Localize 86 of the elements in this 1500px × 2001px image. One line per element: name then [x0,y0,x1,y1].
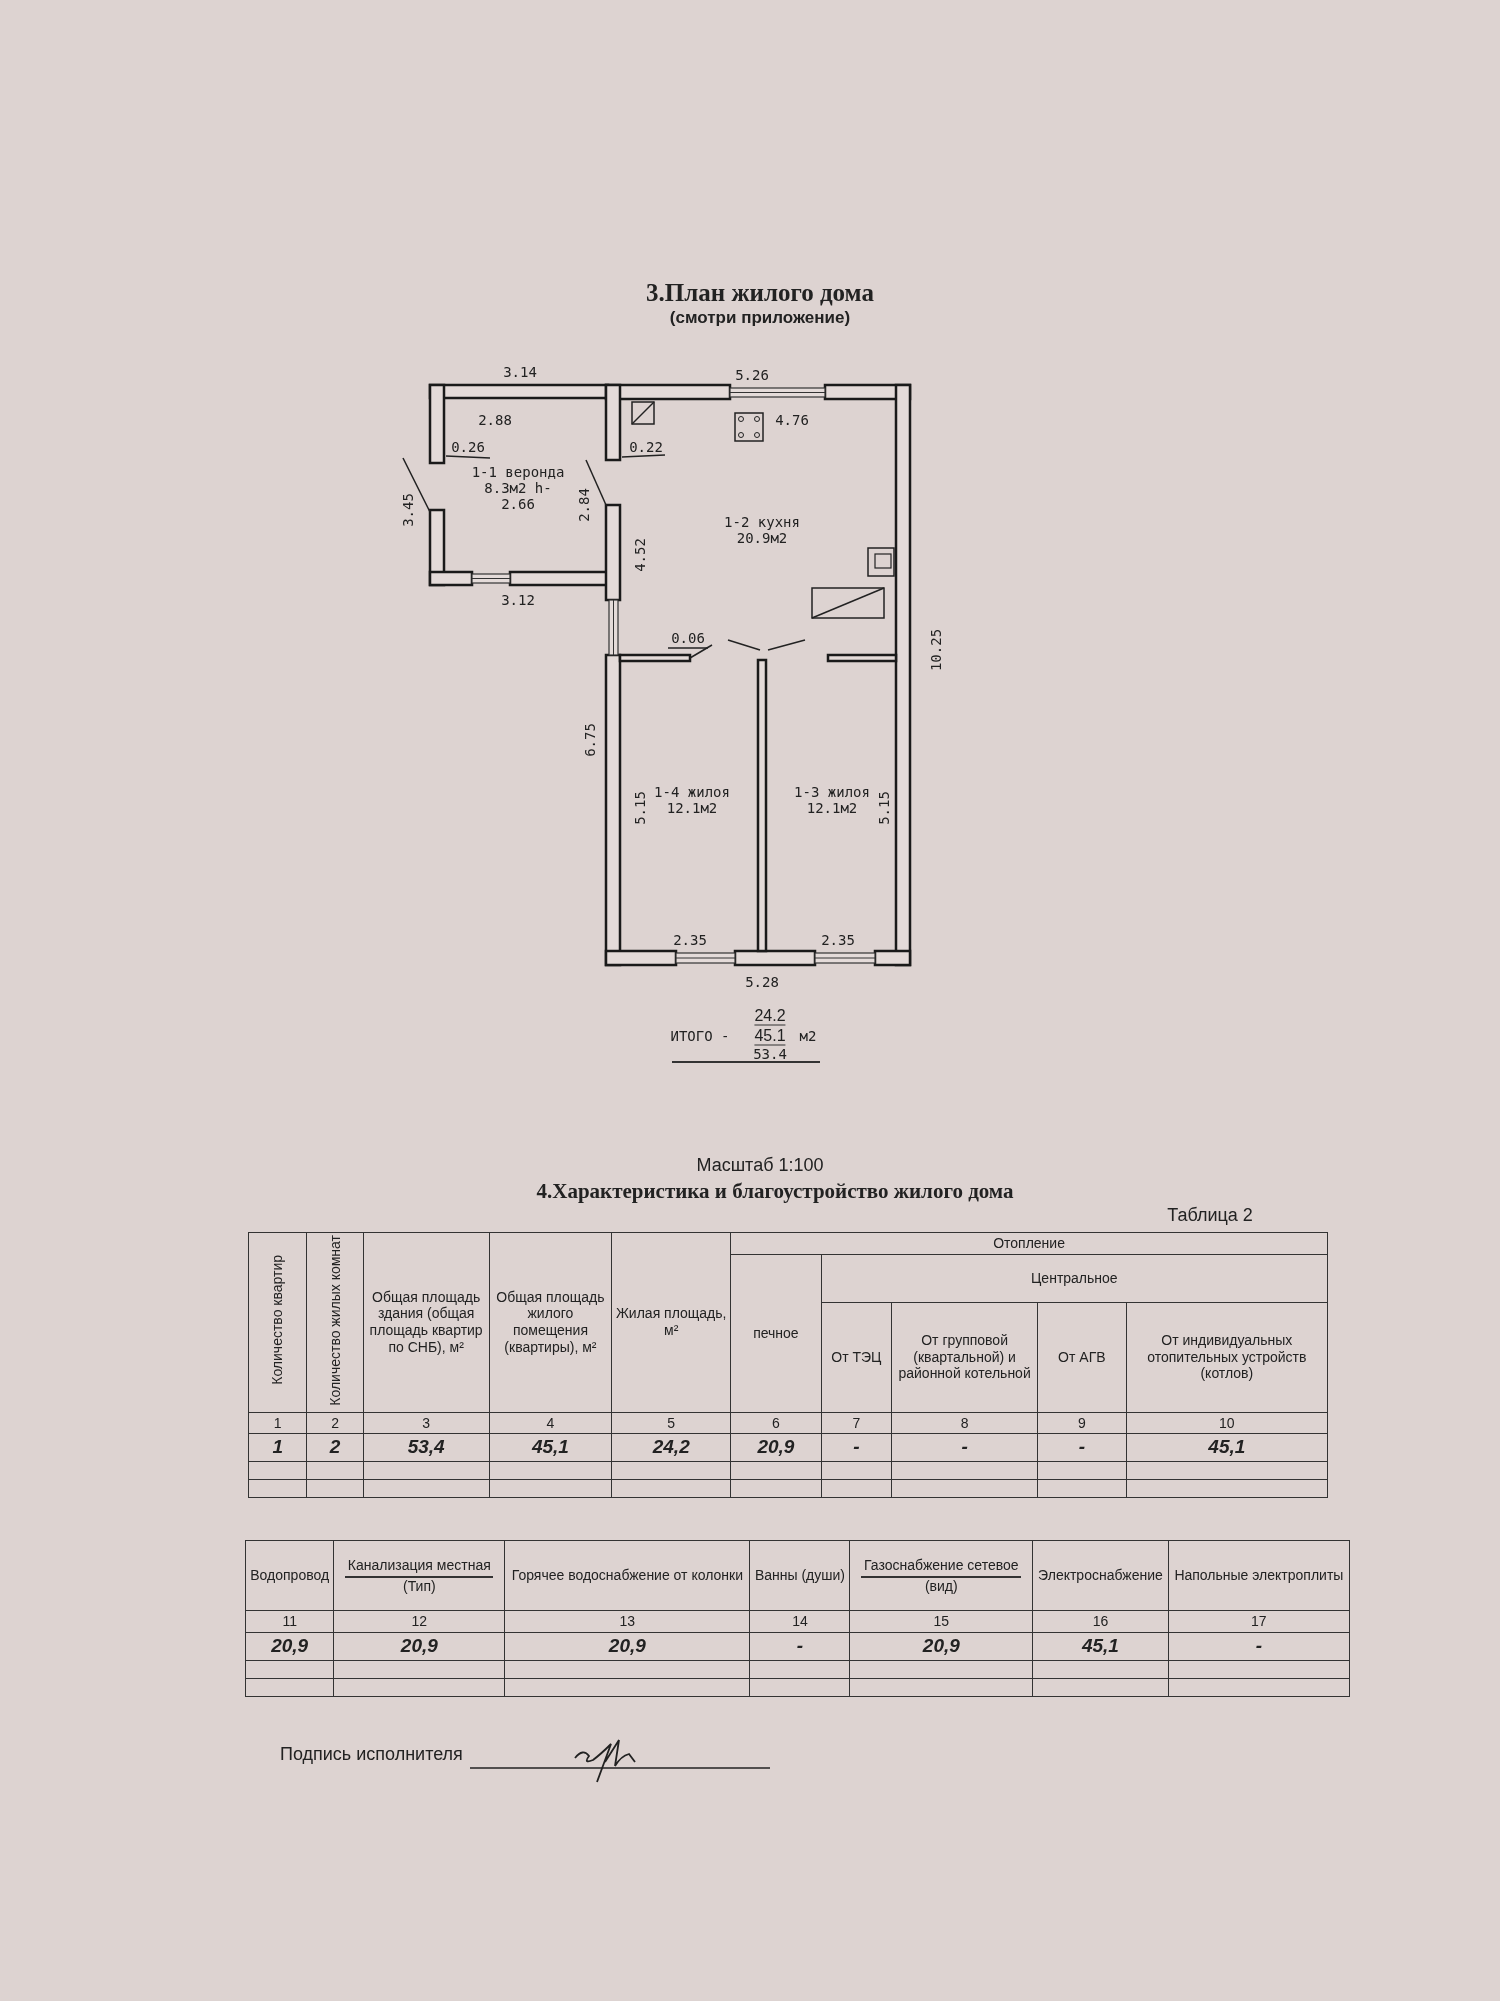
dimension-label: 4.76 [775,412,809,428]
header-text: Общая площадь здания (общая площадь квартир по СНБ), м² [369,1288,483,1356]
signature-caption: Подпись исполнителя [280,1744,463,1765]
dimension-label: 5.26 [735,367,769,383]
header-text: (вид) [923,1577,959,1595]
header-text: Электроснабжение [1038,1567,1163,1584]
dimension-label: 0.22 [629,439,663,455]
value-text: 45,1 [531,1436,569,1458]
column-number: 11 [282,1613,297,1629]
column-number: 10 [1219,1414,1235,1431]
header-text: От групповой (квартальной) и районной котельной [898,1331,1031,1382]
dimension-label: 3.45 [400,493,416,527]
header-text: Напольные электроплиты [1174,1567,1344,1584]
column-number: 7 [852,1414,861,1431]
header-text: печное [753,1324,799,1341]
column-number: 3 [422,1414,431,1431]
header-text: Количество квартир [269,1255,287,1386]
room-label: 1-1 веронда 8.3м2 h-2.66 [468,463,568,513]
column-number: 17 [1251,1613,1267,1629]
header-text: Количество жилых комнат [326,1235,344,1406]
dimension-label: 2.84 [576,488,592,522]
plan-title: 3.План жилого дома [646,279,874,307]
dimension-label: 5.15 [632,791,648,825]
unit-label: м2 [799,1028,817,1044]
column-number: 4 [546,1414,555,1431]
dimension-label: 2.35 [673,932,707,948]
column-number: 15 [933,1613,950,1629]
value-text: 20,9 [757,1436,795,1458]
value-text: 20,9 [271,1634,309,1656]
column-number: 14 [792,1613,808,1629]
dimension-label: 6.75 [582,723,598,757]
dimension-label: 2.88 [478,412,512,428]
header-text: Ванны (души) [754,1567,845,1584]
section-title: 4.Характеристика и благоустройство жилого дома [536,1178,1014,1204]
value-text: 20,9 [400,1634,438,1656]
dimension-label: 3.12 [501,592,535,608]
value-text: - [1255,1634,1263,1656]
column-number: 1 [273,1414,282,1431]
value-text: - [853,1436,860,1458]
dimension-label: 0.26 [451,439,485,455]
header-text: От индивидуальных отопительных устройств (котлов) [1147,1331,1307,1382]
value-text: 24,2 [652,1436,690,1458]
value-text: 2 [329,1436,341,1458]
header-text: Газоснабжение сетевое [861,1556,1022,1578]
header-text: От АГВ [1058,1348,1106,1365]
value-text: 45,1 [1081,1634,1119,1656]
value-text: - [796,1634,804,1656]
header-text: Жилая площадь, м² [615,1305,727,1339]
value-text: 53,4 [407,1436,445,1458]
table-number: Таблица 2 [1167,1204,1253,1226]
value-text: - [1078,1436,1085,1458]
total-value: 45.1 [754,1026,786,1046]
header-text: Водопровод [250,1567,330,1584]
value-text: 20,9 [608,1634,646,1656]
column-number: 9 [1077,1414,1086,1431]
dimension-label: 5.28 [745,974,779,990]
dimension-label: 4.52 [632,538,648,572]
dimension-label: 2.35 [821,932,855,948]
scale-note: Масштаб 1:100 [696,1154,824,1176]
header-text: От ТЭЦ [831,1348,882,1365]
column-number: 13 [619,1613,636,1629]
value-text: 20,9 [922,1634,960,1656]
room-label: 1-2 кухня 20.9м2 [712,513,812,547]
column-number: 16 [1092,1613,1109,1629]
total-value: 53.4 [753,1046,787,1062]
value-text: 45,1 [1208,1436,1246,1458]
header-text: Горячее водоснабжение от колонки [511,1567,743,1584]
column-number: 8 [960,1414,969,1431]
column-number: 5 [667,1414,676,1431]
header-text: Отопление [993,1235,1065,1251]
dimension-label: 3.14 [503,364,537,380]
plan-subtitle: (смотри приложение) [669,308,851,328]
header-text: Канализация местная [345,1556,494,1578]
column-number: 12 [411,1613,428,1629]
column-number: 6 [772,1414,780,1431]
dimension-label: 10.25 [928,628,944,672]
total-value: 24.2 [754,1006,786,1026]
total-label: ИТОГО - [670,1028,730,1044]
header-text: Общая площадь жилого помещения (квартиры), м² [496,1288,605,1356]
value-text: - [961,1436,968,1458]
dimension-label: 5.15 [876,791,892,825]
dimension-label: 0.06 [671,630,705,646]
header-text: (Тип) [401,1577,437,1595]
value-text: 1 [272,1436,283,1458]
header-text: Центральное [1031,1269,1118,1286]
column-number: 2 [331,1414,339,1431]
